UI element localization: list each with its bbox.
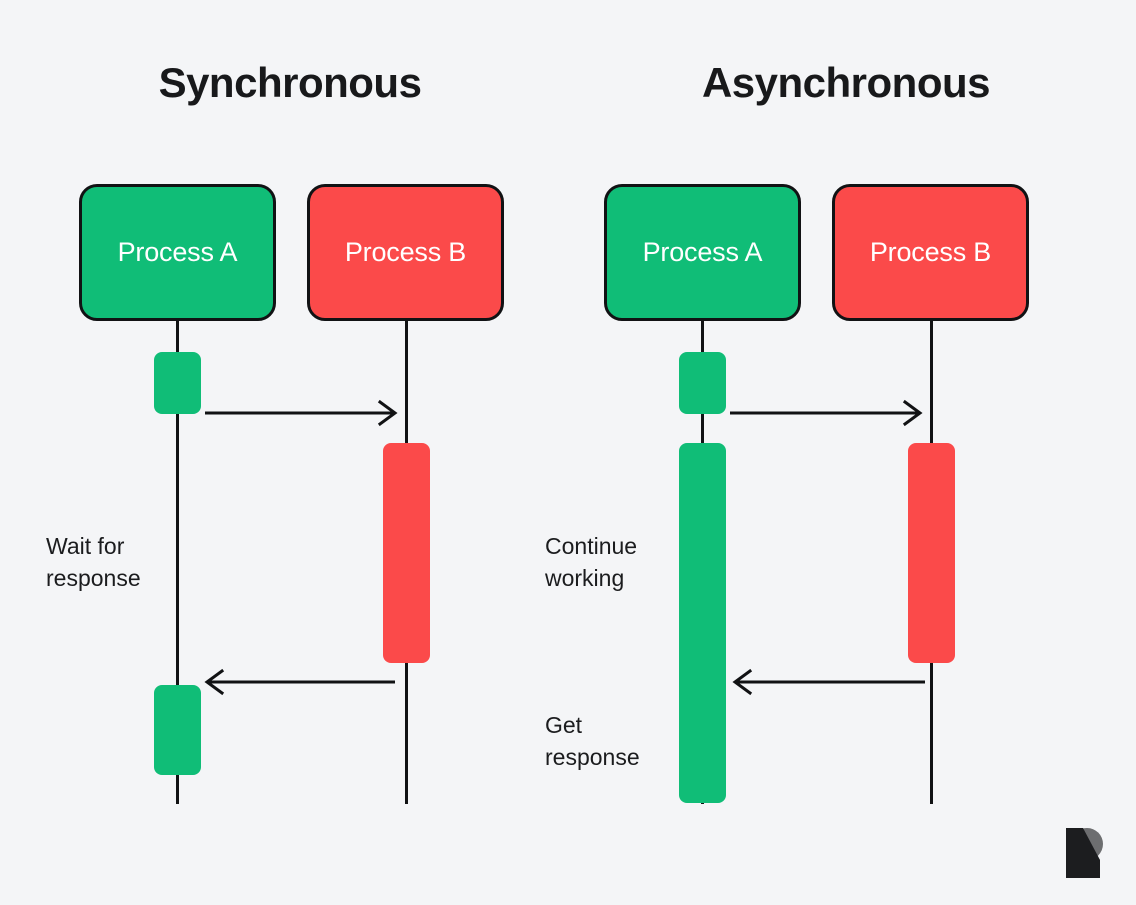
activation-sync-b-processing [383,443,430,663]
message-sync-request [205,398,400,428]
note-sync-wait-for-response: Wait for response [46,533,141,591]
process-box-async-process-b[interactable]: Process B [832,184,1029,321]
message-sync-response [204,667,400,697]
lifeline-sync-process-a [176,318,179,804]
process-box-sync-process-b[interactable]: Process B [307,184,504,321]
message-async-response [732,667,928,697]
panel-title-synchronous: Synchronous [158,59,422,106]
message-async-request [730,398,925,428]
activation-async-a-request [679,352,726,414]
activation-async-b-processing [908,443,955,663]
process-box-label: Process B [344,237,467,267]
note-async-get-response: Get response [545,712,640,770]
activation-sync-a-request [154,352,201,414]
process-box-label: Process A [117,237,238,267]
activation-async-a-continue [679,443,726,803]
panel-title-asynchronous: Asynchronous [701,59,991,106]
note-async-continue-working: Continue working [545,533,638,591]
brand-logo [1062,827,1104,879]
process-box-async-process-a[interactable]: Process A [604,184,801,321]
process-box-label: Process A [642,237,763,267]
activation-sync-a-receive [154,685,201,775]
process-box-sync-process-a[interactable]: Process A [79,184,276,321]
process-box-label: Process B [869,237,992,267]
